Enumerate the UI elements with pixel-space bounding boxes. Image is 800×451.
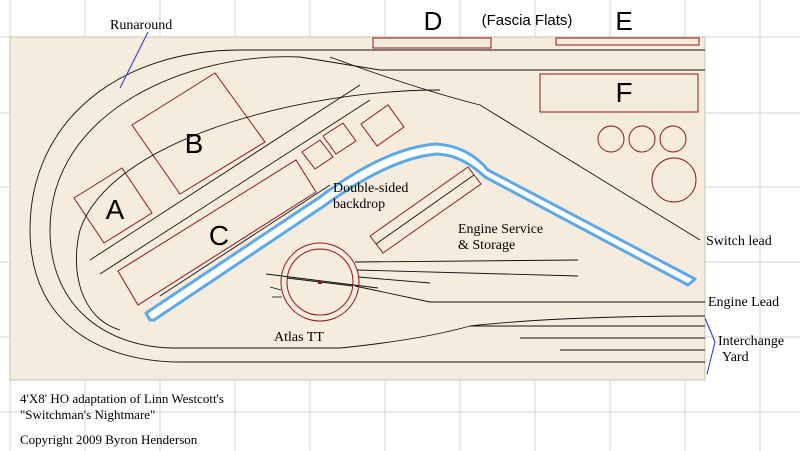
engine-house-track [375, 174, 475, 245]
tank-1 [597, 125, 625, 153]
building-a [73, 167, 153, 244]
label-engine-service-1: Engine Service [458, 222, 543, 237]
label-c: C [209, 220, 229, 251]
spur-1 [89, 84, 361, 261]
tank-2 [628, 125, 656, 153]
label-fascia-flats: (Fascia Flats) [482, 12, 573, 29]
label-engine-service-2: & Storage [458, 238, 515, 253]
structures [73, 37, 700, 306]
layout-board [9, 36, 706, 381]
interchange-track-1 [469, 315, 706, 327]
pointers [119, 31, 716, 375]
fascia-flat-e [555, 37, 700, 46]
atlas-turntable [269, 242, 360, 322]
runaround-outer-loop [29, 49, 705, 363]
turntable-stall-2 [356, 269, 579, 277]
fascia-flat-d [372, 37, 492, 49]
caption-line-1: 4'X8' HO adaptation of Linn Westcott's [20, 391, 224, 406]
label-b: B [185, 128, 204, 159]
label-runaround: Runaround [110, 18, 172, 33]
building-f [539, 73, 699, 113]
small-building-3 [360, 104, 405, 147]
tank-3 [659, 125, 687, 153]
turntable-stall-1 [354, 259, 579, 263]
double-sided-backdrop [144, 142, 697, 322]
label-a: A [106, 194, 125, 225]
switch-lead-track [329, 56, 701, 241]
label-double-sided-2: backdrop [333, 197, 385, 212]
caption-line-2: "Switchman's Nightmare" [20, 407, 155, 422]
runaround-inner-loop [49, 56, 705, 349]
interchange-bracket [704, 317, 716, 375]
inner-return-curve [75, 89, 441, 331]
label-engine-lead: Engine Lead [708, 295, 779, 310]
engine-lead-track [354, 285, 705, 303]
caption-copyright: Copyright 2009 Byron Henderson [20, 432, 198, 447]
spur-3 [159, 184, 331, 297]
engine-house [369, 166, 482, 254]
label-e: E [615, 6, 632, 36]
label-f: F [615, 77, 632, 108]
label-interchange: Interchange [718, 334, 784, 349]
trackwork [29, 49, 706, 363]
building-b [131, 72, 266, 195]
runaround-pointer [119, 31, 149, 89]
building-c [117, 159, 317, 306]
label-switch-lead: Switch lead [706, 234, 772, 249]
label-atlas-tt: Atlas TT [274, 330, 324, 345]
small-building-1 [301, 139, 334, 170]
label-double-sided-1: Double-sided [333, 181, 408, 196]
spur-2 [99, 99, 371, 275]
tank-4 [651, 157, 697, 203]
turntable-stall-3 [357, 276, 431, 284]
small-building-2 [322, 122, 357, 155]
label-yard: Yard [722, 350, 749, 365]
label-d: D [424, 6, 443, 36]
